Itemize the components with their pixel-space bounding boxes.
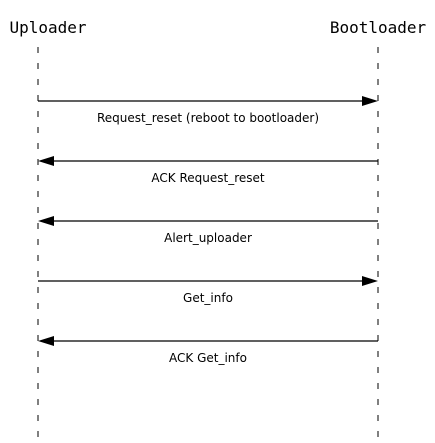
participant-uploader: Uploader	[9, 18, 86, 37]
message-label: Alert_uploader	[164, 231, 252, 245]
message-label: ACK Request_reset	[151, 171, 264, 185]
participant-bootloader: Bootloader	[330, 18, 427, 37]
message-label: Get_info	[183, 291, 233, 305]
message-4: Get_info	[38, 276, 378, 305]
arrowhead-icon	[362, 96, 378, 106]
arrowhead-icon	[38, 216, 54, 226]
message-list: Request_reset (reboot to bootloader) ACK …	[38, 96, 378, 365]
message-label: Request_reset (reboot to bootloader)	[97, 111, 319, 125]
arrowhead-icon	[38, 156, 54, 166]
arrowhead-icon	[362, 276, 378, 286]
arrowhead-icon	[38, 336, 54, 346]
message-1: Request_reset (reboot to bootloader)	[38, 96, 378, 125]
message-2: ACK Request_reset	[38, 156, 378, 185]
message-5: ACK Get_info	[38, 336, 378, 365]
message-3: Alert_uploader	[38, 216, 378, 245]
message-label: ACK Get_info	[169, 351, 247, 365]
